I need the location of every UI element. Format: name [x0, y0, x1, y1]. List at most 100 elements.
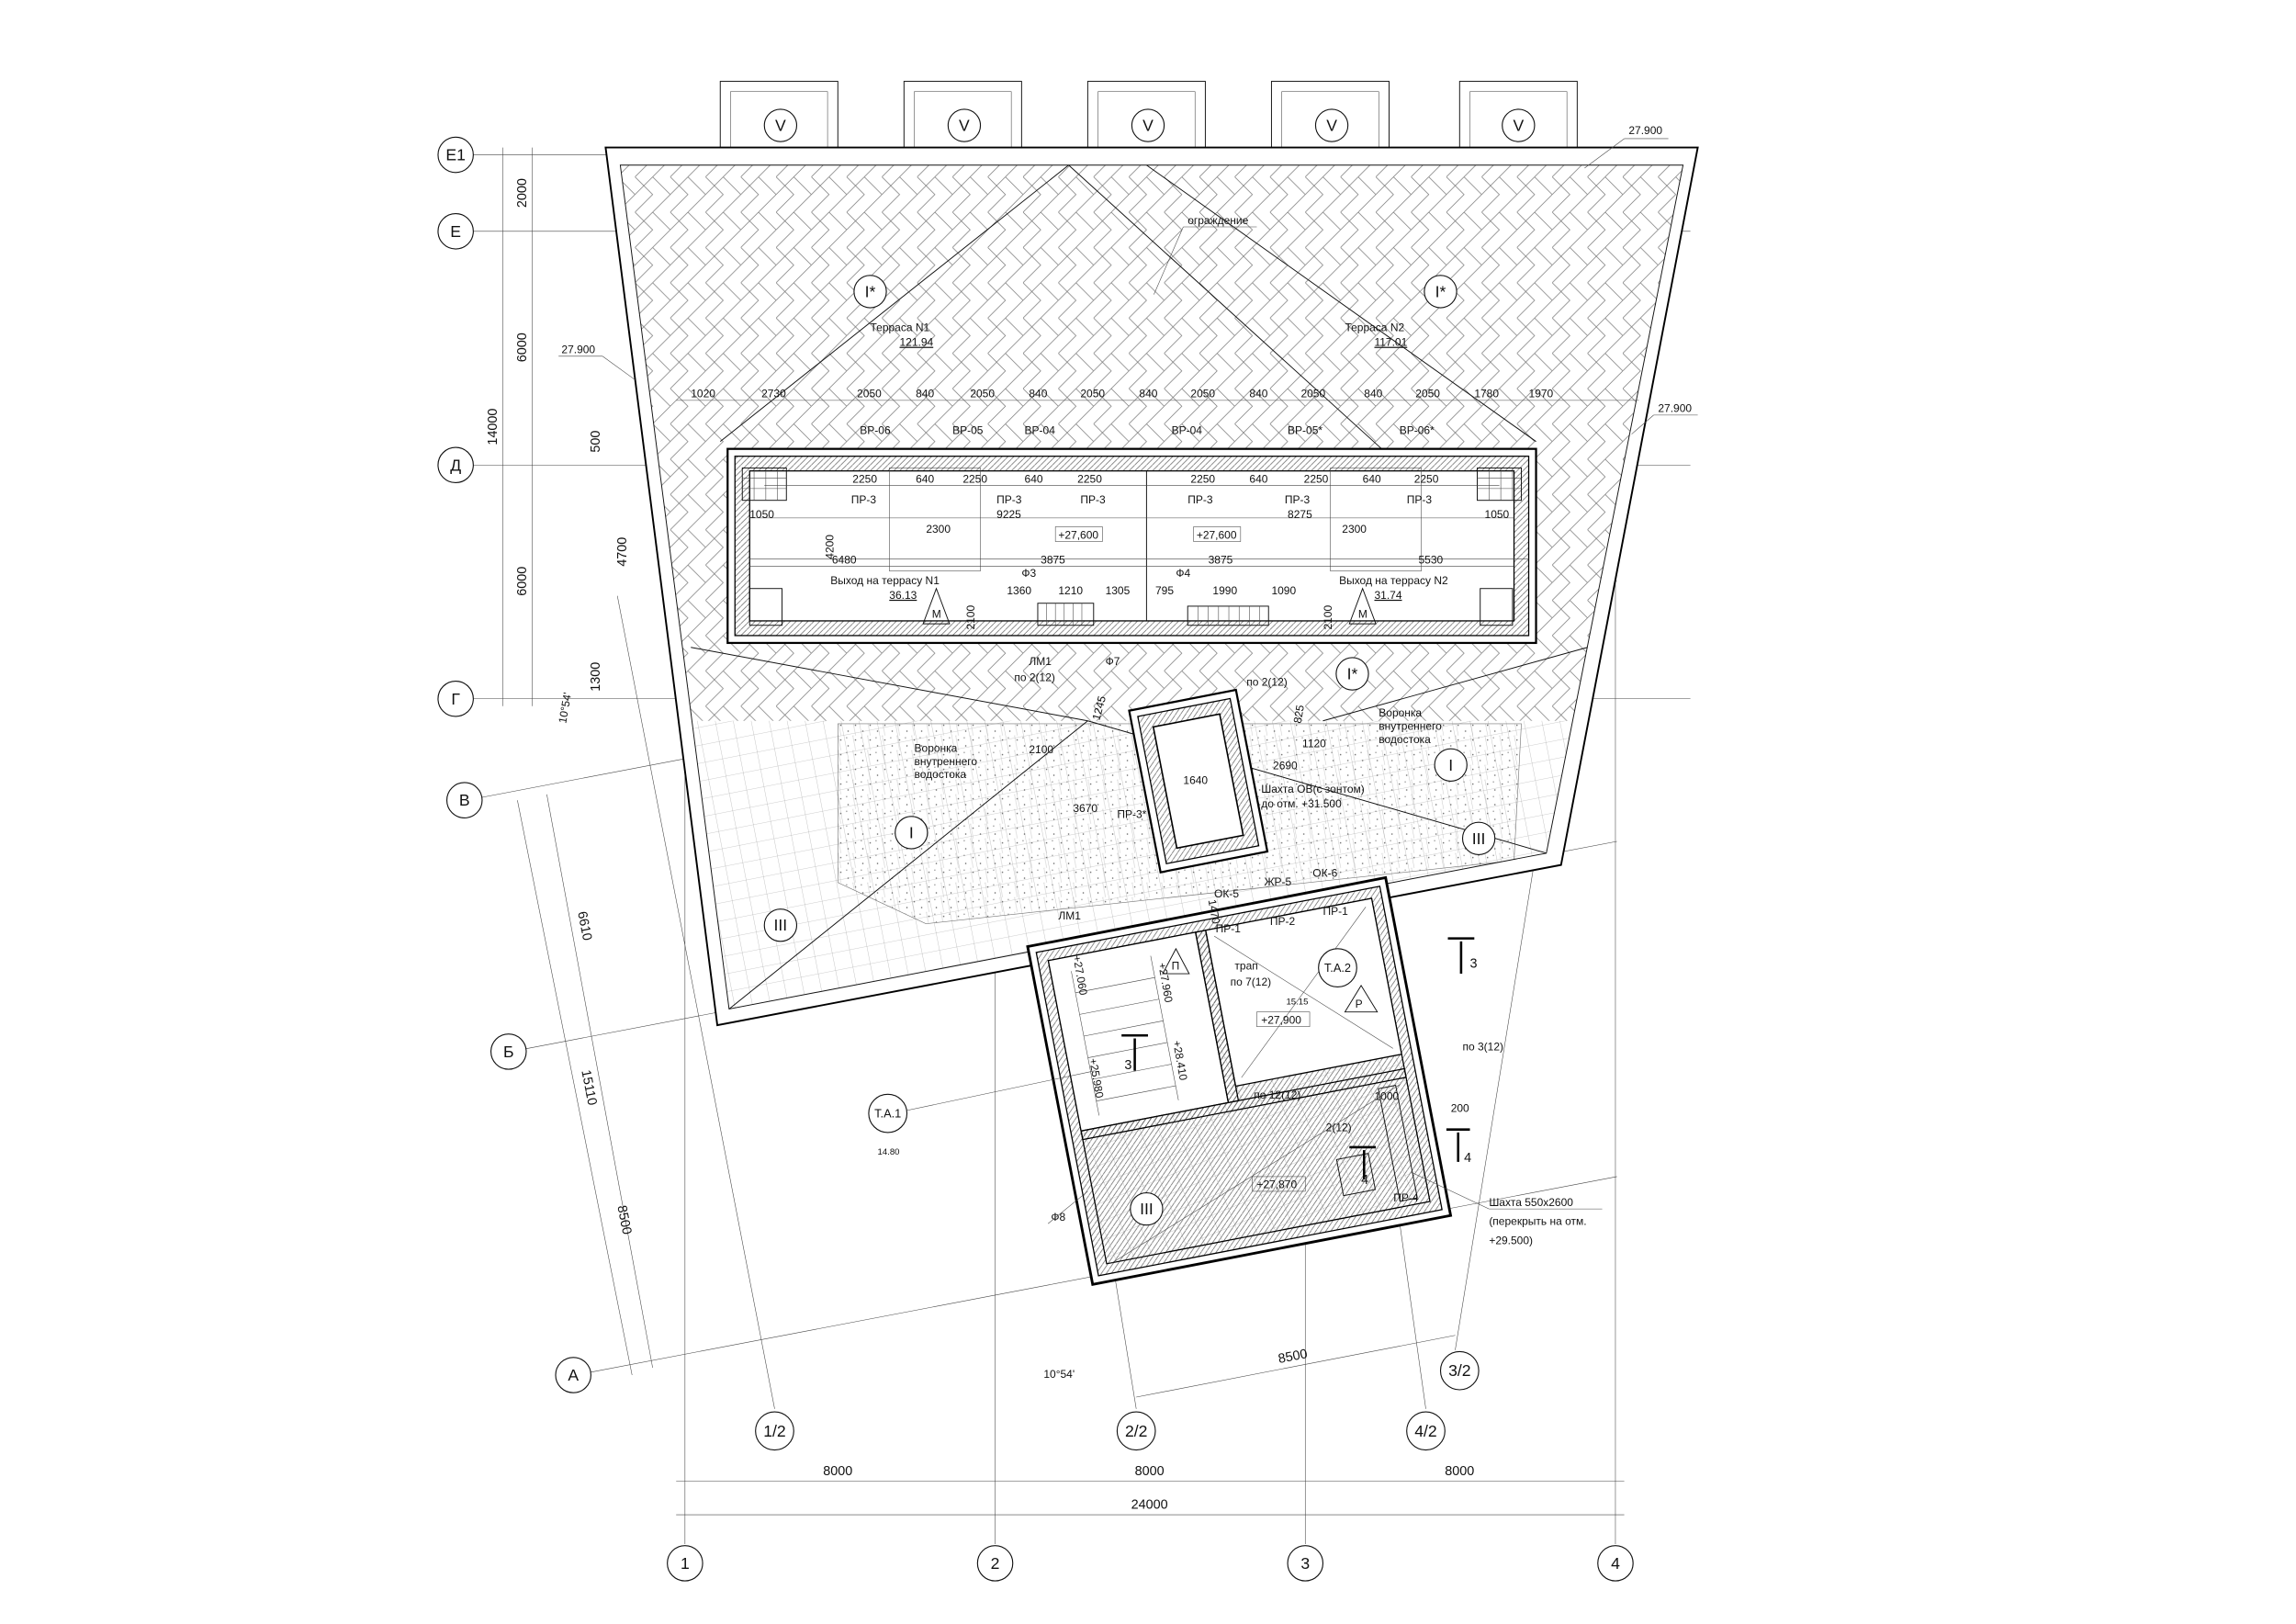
slope-label: по 12(12) [1254, 1088, 1300, 1101]
opening-label: ПР-3* [1117, 807, 1146, 820]
dim-left-4: 6000 [515, 567, 530, 596]
dim-bottom-2: 8000 [1135, 1464, 1165, 1479]
marker-iii: III [774, 916, 788, 934]
dim-text: 825 [1291, 704, 1307, 724]
dim-text: 840 [916, 388, 934, 400]
ref-label: Ф7 [1106, 655, 1120, 668]
slope-label: по 2(12) [1014, 671, 1055, 684]
opening-label: ПР-3 [1407, 493, 1433, 506]
axis-bubbles: Е1 Е Д Г В Б А 1 2 3 4 1/2 2/2 3/2 4/2 [437, 136, 1634, 1582]
dim-text: 1780 [1474, 388, 1499, 400]
dim-text: 3875 [1041, 554, 1065, 567]
elevation-ta2: +27,900 [1261, 1013, 1301, 1026]
window-label: ВР-04 [1172, 424, 1203, 437]
dim-text: 1970 [1529, 388, 1554, 400]
vent-icon: V [775, 117, 786, 135]
shaft-ov-label: до отм. +31.500 [1261, 797, 1342, 810]
dim-text: 2300 [926, 523, 951, 536]
opening-label: ПР-3 [1080, 493, 1106, 506]
ta2-value: 15.15 [1286, 998, 1308, 1008]
elevation-right: 27.900 [1658, 402, 1692, 415]
dim-text: 1000 [1374, 1090, 1399, 1103]
angle-label-left: 10°54' [556, 692, 574, 725]
dim-text: 1245 [1090, 694, 1109, 722]
dim-text: 2730 [761, 388, 786, 400]
marker-i: I [1448, 756, 1453, 774]
funnel-label: Воронка [915, 741, 958, 754]
window-label: ВР-06 [860, 424, 891, 437]
exit-2-name: Выход на террасу N2 [1339, 574, 1448, 587]
section-mark-3: 3 [1470, 957, 1478, 972]
exit-rooms-block [676, 400, 1639, 645]
axis-label-3: 3 [1300, 1554, 1310, 1573]
shaft-note: +29.500) [1489, 1235, 1533, 1247]
dim-text: 640 [1363, 472, 1381, 485]
window-label: ВР-06* [1400, 424, 1435, 437]
dim-text: 840 [1364, 388, 1382, 400]
funnel-label: водостока [915, 768, 967, 781]
slope-label: по 2(12) [1246, 675, 1288, 688]
marker-i-star: I* [1347, 665, 1358, 683]
dim-text: 2100 [964, 605, 977, 630]
dim-text: 840 [1029, 388, 1047, 400]
ta1-label: Т.А.1 [874, 1107, 901, 1121]
opening-label: ЖР-5 [1264, 875, 1291, 888]
dim-left-room: 4700 [615, 537, 630, 567]
dim-text: 2690 [1273, 760, 1298, 773]
window-label: ВР-04 [1025, 424, 1056, 437]
dim-text: 1470 [1206, 898, 1222, 925]
elevation-room1: +27,600 [1058, 528, 1098, 541]
dim-text: 795 [1155, 584, 1174, 597]
funnel-label: водостока [1379, 733, 1431, 746]
dim-text: 6480 [832, 554, 857, 567]
opening-label: ПР-1 [1322, 905, 1348, 918]
room-type-m: М [1358, 608, 1367, 621]
axis-label-g: Г [451, 690, 460, 708]
dim-rotated-total: 15110 [578, 1068, 599, 1106]
axis-label-e1: Е1 [445, 146, 466, 164]
section-mark-3: 3 [1124, 1058, 1131, 1073]
fence-label: ограждение [1187, 214, 1248, 227]
axis-label-1-2: 1/2 [763, 1422, 785, 1440]
exit-1-name: Выход на террасу N1 [830, 574, 940, 587]
room-type-m: М [932, 608, 941, 621]
room-type-r: Р [1356, 998, 1363, 1010]
funnel-label: внутреннего [915, 755, 978, 768]
dim-left-total: 14000 [486, 409, 501, 445]
shaft-note: Шахта 550х2600 [1489, 1196, 1573, 1209]
axis-label-2-2: 2/2 [1125, 1422, 1147, 1440]
marker-i: I [909, 823, 914, 841]
opening-label: ПР-4 [1393, 1191, 1419, 1204]
marker-iii: III [1472, 829, 1486, 848]
dim-text: 4200 [823, 535, 836, 559]
section-mark-4: 4 [1464, 1151, 1471, 1166]
exit-room-annotations: 2250 640 2250 640 2250 2250 640 2250 640… [749, 472, 1509, 629]
axis-label-2: 2 [991, 1554, 1000, 1573]
ref-label: Ф4 [1176, 567, 1190, 580]
vent-icon: V [1326, 117, 1337, 135]
opening-label: ПР-1 [1216, 922, 1242, 935]
axis-label-d: Д [450, 456, 461, 474]
ref-label: Ф3 [1021, 567, 1036, 580]
dim-text: 1990 [1212, 584, 1237, 597]
dim-text: 2050 [1415, 388, 1440, 400]
ta2-label: Т.А.2 [1324, 961, 1351, 975]
dim-text: 840 [1249, 388, 1267, 400]
dim-text: 640 [916, 472, 934, 485]
dim-text: 8275 [1288, 508, 1312, 521]
exit-2-area: 31.74 [1374, 589, 1401, 602]
funnel-label: Воронка [1379, 706, 1422, 719]
vent-icon: V [959, 117, 970, 135]
dim-rotated-3: 8500 [613, 1204, 634, 1235]
marker-iii: III [1140, 1200, 1154, 1218]
dim-text: 9225 [996, 508, 1021, 521]
dim-text: 1640 [1183, 774, 1208, 787]
opening-label: ПР-3 [1187, 493, 1213, 506]
section-marks: 3 3 4 4 [1121, 937, 1478, 1188]
dim-text: 2250 [1077, 472, 1102, 485]
dim-text: 640 [1249, 472, 1267, 485]
section-mark-4: 4 [1361, 1173, 1368, 1188]
dim-rotated-bottom: 8500 [1277, 1347, 1308, 1367]
axis-label-3-2: 3/2 [1448, 1361, 1470, 1380]
